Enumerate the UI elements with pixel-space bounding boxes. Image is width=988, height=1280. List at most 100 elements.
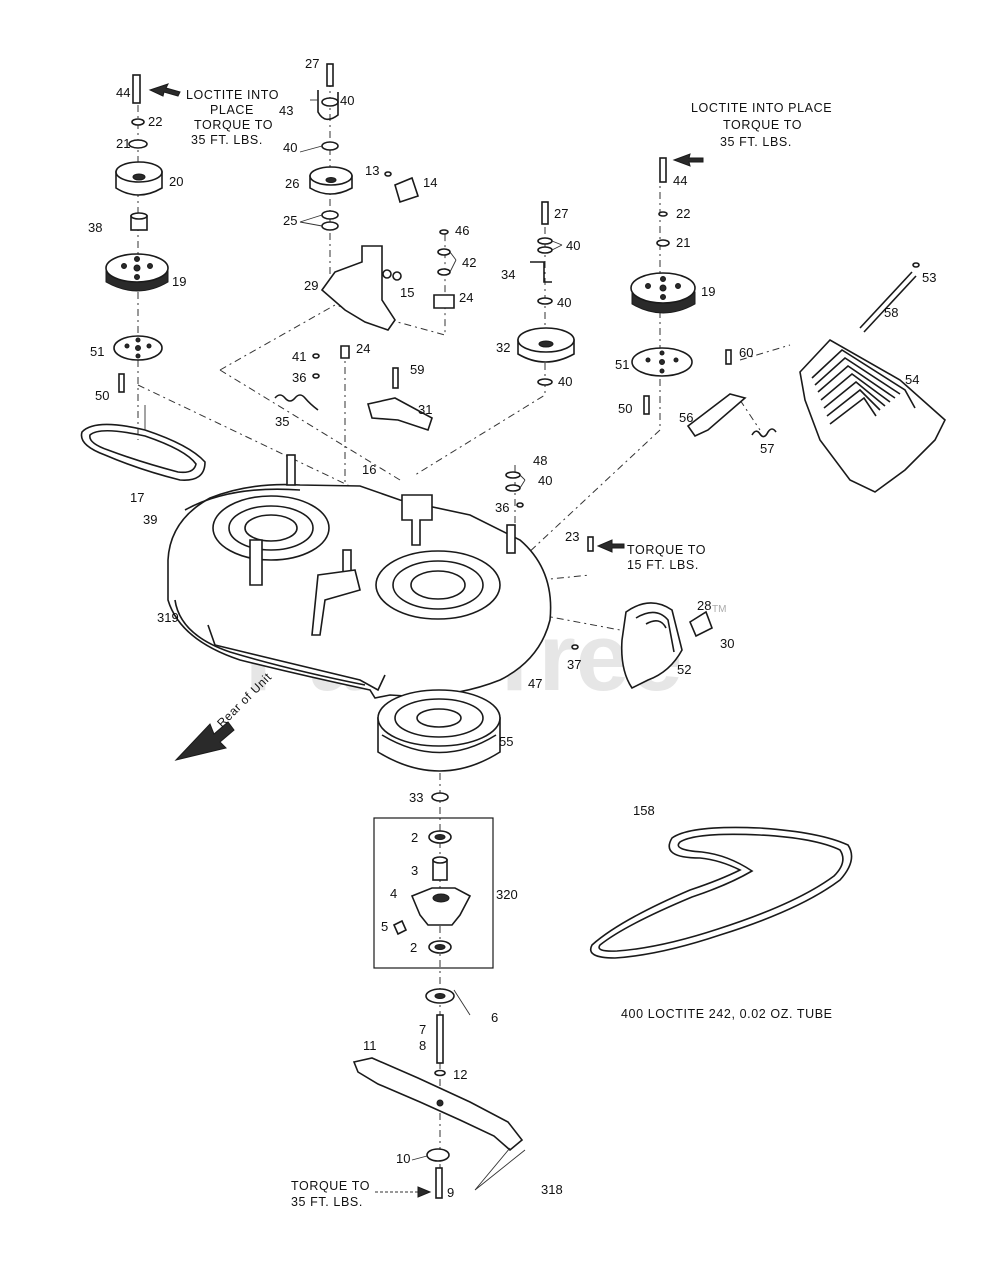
leader-lines <box>144 99 563 1191</box>
clip-46-icon <box>439 229 449 235</box>
washer-33-icon <box>431 792 449 802</box>
washer-40e-icon <box>537 378 553 386</box>
watermark-tm: TM <box>712 604 726 615</box>
callout-5: 5 <box>381 919 388 934</box>
callout-26: 26 <box>285 176 299 191</box>
left-spindle-stack <box>105 74 169 393</box>
spring-35-icon <box>274 394 319 411</box>
pulley-26-icon <box>309 166 353 195</box>
torque-mid-line2: 15 FT. LBS. <box>627 558 699 572</box>
washer-41-icon <box>312 353 320 359</box>
callout-24: 24 <box>459 290 473 305</box>
callout-25: 25 <box>283 213 297 228</box>
callout-28: 28 <box>697 598 711 613</box>
callout-2: 2 <box>411 830 418 845</box>
washer-42b-icon <box>437 268 451 276</box>
pin-13-icon <box>384 171 392 177</box>
bolt-44-right-icon <box>659 157 667 183</box>
bolt-50-left-icon <box>118 373 125 393</box>
callout-7: 7 <box>419 1022 426 1037</box>
callout-54: 54 <box>905 372 919 387</box>
callout-17: 17 <box>130 490 144 505</box>
discharge-chute-54-icon <box>799 338 946 493</box>
loctite-right-arrow <box>672 153 704 167</box>
housing-4-icon <box>410 887 472 926</box>
pulley-6-icon <box>425 988 455 1004</box>
callout-32: 32 <box>496 340 510 355</box>
callout-57: 57 <box>760 441 774 456</box>
callout-21: 21 <box>676 235 690 250</box>
callout-51: 51 <box>90 344 104 359</box>
callout-59: 59 <box>410 362 424 377</box>
plate-51-left-icon <box>113 335 163 361</box>
callout-29: 29 <box>304 278 318 293</box>
belt-158-icon <box>590 826 853 959</box>
washer-25a-icon <box>321 210 339 220</box>
rod-34-icon <box>530 261 552 283</box>
bolt-44-left-icon <box>132 74 141 104</box>
bolt-27-top-icon <box>326 63 334 87</box>
idler-assembly <box>274 63 420 411</box>
pulley-32-icon <box>517 327 575 363</box>
callout-47: 47 <box>528 676 542 691</box>
callout-16: 16 <box>362 462 376 477</box>
torque-bottom-line1: TORQUE TO <box>291 1179 370 1193</box>
bolt-59-icon <box>392 367 399 389</box>
callout-36: 36 <box>292 370 306 385</box>
callout-labels: 44 22 21 20 38 19 51 50 17 39 319 27 43 … <box>88 56 936 1200</box>
loctite-left-line3: TORQUE TO <box>194 118 273 132</box>
callout-40: 40 <box>558 374 572 389</box>
callout-55: 55 <box>499 734 513 749</box>
callout-4: 4 <box>390 886 397 901</box>
callout-50: 50 <box>618 401 632 416</box>
callout-44: 44 <box>116 85 130 100</box>
washer-21-right-icon <box>656 239 670 247</box>
washer-40c2-icon <box>537 246 553 254</box>
callout-31: 31 <box>418 402 432 417</box>
plate-51-right-icon <box>631 347 693 377</box>
callout-19: 19 <box>701 284 715 299</box>
spacer-24b-icon <box>433 294 455 309</box>
chute-bracket-assembly <box>686 349 777 438</box>
callout-34: 34 <box>501 267 515 282</box>
washer-40f-icon <box>505 484 521 492</box>
callout-158: 158 <box>633 803 655 818</box>
bolt-27-right-icon <box>541 201 549 225</box>
callout-22: 22 <box>676 206 690 221</box>
right-idler-stack <box>517 201 575 386</box>
nut-15a-icon <box>382 269 392 279</box>
washer-25b-icon <box>321 221 339 231</box>
callout-318: 318 <box>541 1182 563 1197</box>
spindle-parts <box>392 792 472 954</box>
shaft-7-icon <box>436 1014 444 1064</box>
loctite-left-arrow <box>148 83 181 97</box>
callout-51: 51 <box>615 357 629 372</box>
callout-15: 15 <box>400 285 414 300</box>
callout-30: 30 <box>720 636 734 651</box>
callout-40: 40 <box>538 473 552 488</box>
callout-12: 12 <box>453 1067 467 1082</box>
callout-40: 40 <box>283 140 297 155</box>
washer-22-right-icon <box>658 211 668 217</box>
washer-48-icon <box>505 471 521 479</box>
block-14-icon <box>394 176 420 204</box>
bracket-56-icon <box>686 393 747 438</box>
baffle-55-icon <box>377 689 501 772</box>
callout-2: 2 <box>410 940 417 955</box>
fitting-5-icon <box>392 919 408 936</box>
clip-36a-icon <box>312 373 320 379</box>
gear-19-left-icon <box>105 253 169 292</box>
loctite-tube-note: 400 LOCTITE 242, 0.02 OZ. TUBE <box>621 1007 833 1021</box>
spacer-24a-icon <box>340 345 350 359</box>
callout-50: 50 <box>95 388 109 403</box>
callout-48: 48 <box>533 453 547 468</box>
mulch-plug-52-icon <box>620 602 683 690</box>
callout-37: 37 <box>567 657 581 672</box>
callout-23: 23 <box>565 529 579 544</box>
right-spindle-stack <box>630 157 696 415</box>
loctite-right-line2: TORQUE TO <box>723 118 802 132</box>
loctite-left-line4: 35 FT. LBS. <box>191 133 263 147</box>
pin-53-icon <box>912 262 920 268</box>
rod-58-icon <box>859 271 913 329</box>
loctite-left-line2: PLACE <box>210 103 254 117</box>
